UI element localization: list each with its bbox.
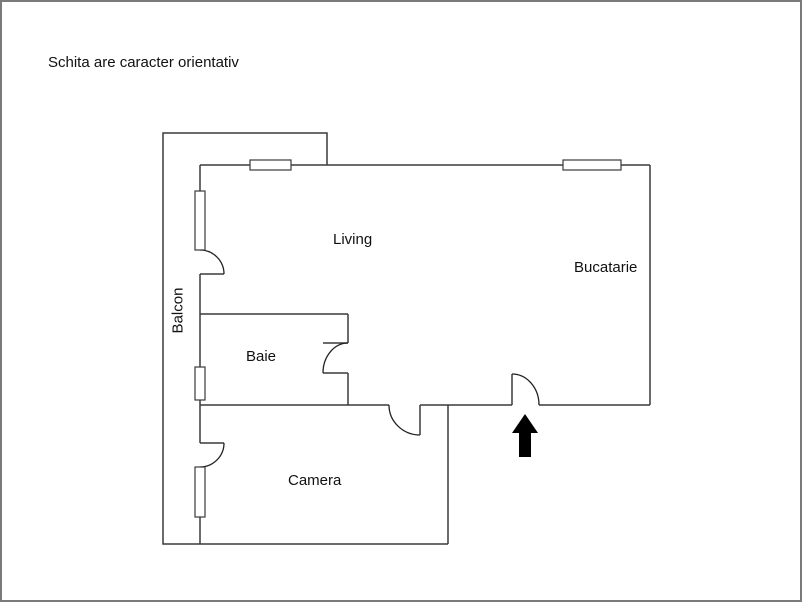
disclaimer-note: Schita are caracter orientativ bbox=[48, 54, 239, 71]
arrow-up-icon bbox=[512, 414, 538, 457]
balcony-walls bbox=[162, 132, 328, 545]
room-label-living: Living bbox=[333, 231, 373, 248]
bathroom-door bbox=[322, 342, 349, 374]
camera-door bbox=[388, 404, 421, 436]
room-label-camera: Camera bbox=[288, 472, 342, 489]
room-label-baie: Baie bbox=[246, 348, 277, 365]
balcony-door-camera bbox=[199, 442, 225, 468]
room-label-balcon: Balcon bbox=[169, 287, 187, 334]
balcony-door-living bbox=[199, 249, 225, 275]
entrance-door bbox=[511, 373, 540, 406]
room-label-bucatarie: Bucatarie bbox=[574, 259, 638, 276]
interior-walls bbox=[200, 273, 513, 444]
windows bbox=[194, 159, 622, 518]
